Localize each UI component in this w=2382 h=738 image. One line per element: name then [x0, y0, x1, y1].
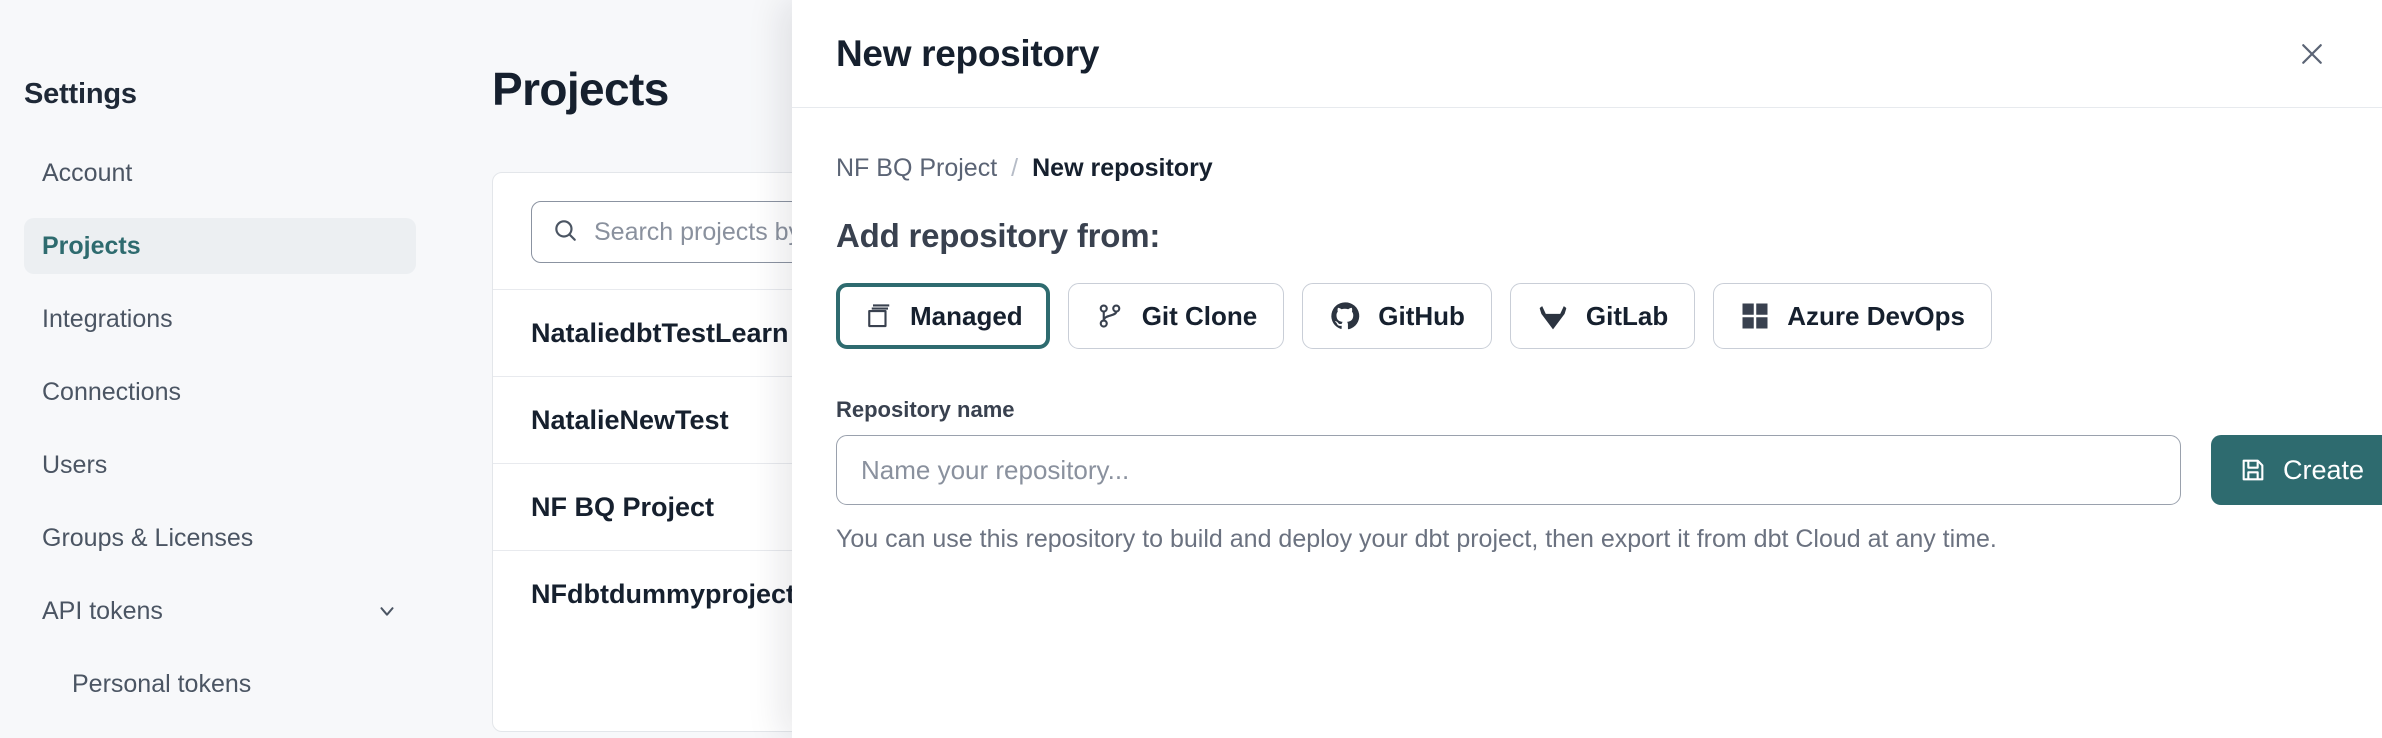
- project-name: NatalieNewTest: [531, 404, 729, 435]
- project-name: NF BQ Project: [531, 491, 715, 522]
- provider-option-label: GitHub: [1378, 300, 1465, 331]
- page-title: Projects: [492, 63, 669, 115]
- provider-option-label: Managed: [910, 300, 1023, 331]
- new-repository-modal: New repository NF BQ Project / New repos…: [792, 0, 2382, 738]
- sidebar-item-connections[interactable]: Connections: [24, 364, 416, 420]
- project-name: NataliedbtTestLearn T: [531, 317, 813, 348]
- sidebar-item-api-tokens[interactable]: API tokens: [24, 583, 416, 639]
- project-name: NFdbtdummyproject: [531, 578, 796, 609]
- provider-option-gitlab[interactable]: GitLab: [1509, 283, 1696, 349]
- sidebar-item-label: Personal tokens: [72, 669, 252, 698]
- provider-option-label: Azure DevOps: [1787, 300, 1965, 331]
- azure-devops-icon: [1740, 301, 1770, 331]
- stacked-documents-icon: [863, 301, 893, 331]
- sidebar-item-label: API tokens: [42, 596, 163, 625]
- sidebar-item-integrations[interactable]: Integrations: [24, 291, 416, 347]
- breadcrumb: NF BQ Project / New repository: [836, 154, 2338, 183]
- sidebar-item-users[interactable]: Users: [24, 437, 416, 493]
- sidebar-title: Settings: [24, 78, 137, 110]
- modal-body: NF BQ Project / New repository Add repos…: [792, 108, 2382, 738]
- breadcrumb-separator: /: [1011, 154, 1019, 182]
- modal-title: New repository: [836, 32, 1100, 74]
- sidebar-item-label: Projects: [42, 231, 141, 260]
- sidebar-item-label: Account: [42, 158, 133, 187]
- provider-option-managed[interactable]: Managed: [836, 283, 1050, 349]
- sidebar-item-account[interactable]: Account: [24, 145, 416, 201]
- provider-option-github[interactable]: GitHub: [1302, 283, 1492, 349]
- create-button-label: Create: [2283, 454, 2365, 485]
- save-icon: [2239, 456, 2267, 484]
- chevron-down-icon[interactable]: [376, 600, 398, 622]
- add-repository-heading: Add repository from:: [836, 217, 1161, 254]
- modal-header: New repository: [792, 0, 2382, 108]
- provider-option-label: GitLab: [1585, 300, 1669, 331]
- provider-option-label: Git Clone: [1141, 300, 1258, 331]
- gitlab-icon: [1537, 300, 1569, 332]
- sidebar-item-label: Users: [42, 450, 108, 479]
- github-icon: [1329, 300, 1361, 332]
- search-icon: [552, 217, 578, 248]
- sidebar-item-projects[interactable]: Projects: [24, 218, 416, 274]
- sidebar-item-label: Connections: [42, 377, 181, 406]
- provider-option-git-clone[interactable]: Git Clone: [1067, 283, 1285, 349]
- repository-name-row: You can use this repository to build and…: [836, 435, 2382, 554]
- provider-option-group: Managed Git Clone GitHub GitLab Azure DevOps: [836, 283, 2338, 349]
- sidebar-item-personal-tokens[interactable]: Personal tokens: [24, 656, 416, 712]
- close-icon[interactable]: [2286, 28, 2338, 80]
- sidebar-item-label: Integrations: [42, 304, 173, 333]
- create-button[interactable]: Create: [2211, 435, 2382, 505]
- sidebar-item-groups-licenses[interactable]: Groups & Licenses: [24, 510, 416, 566]
- repository-name-input[interactable]: [836, 435, 2181, 505]
- sidebar-item-label: Groups & Licenses: [42, 523, 254, 552]
- repository-name-label: Repository name: [836, 397, 1015, 422]
- breadcrumb-parent[interactable]: NF BQ Project: [836, 154, 998, 182]
- git-branch-icon: [1095, 301, 1125, 331]
- repository-help-text: You can use this repository to build and…: [836, 525, 1997, 553]
- breadcrumb-current: New repository: [1032, 154, 1213, 182]
- provider-option-azure-devops[interactable]: Azure DevOps: [1713, 283, 1992, 349]
